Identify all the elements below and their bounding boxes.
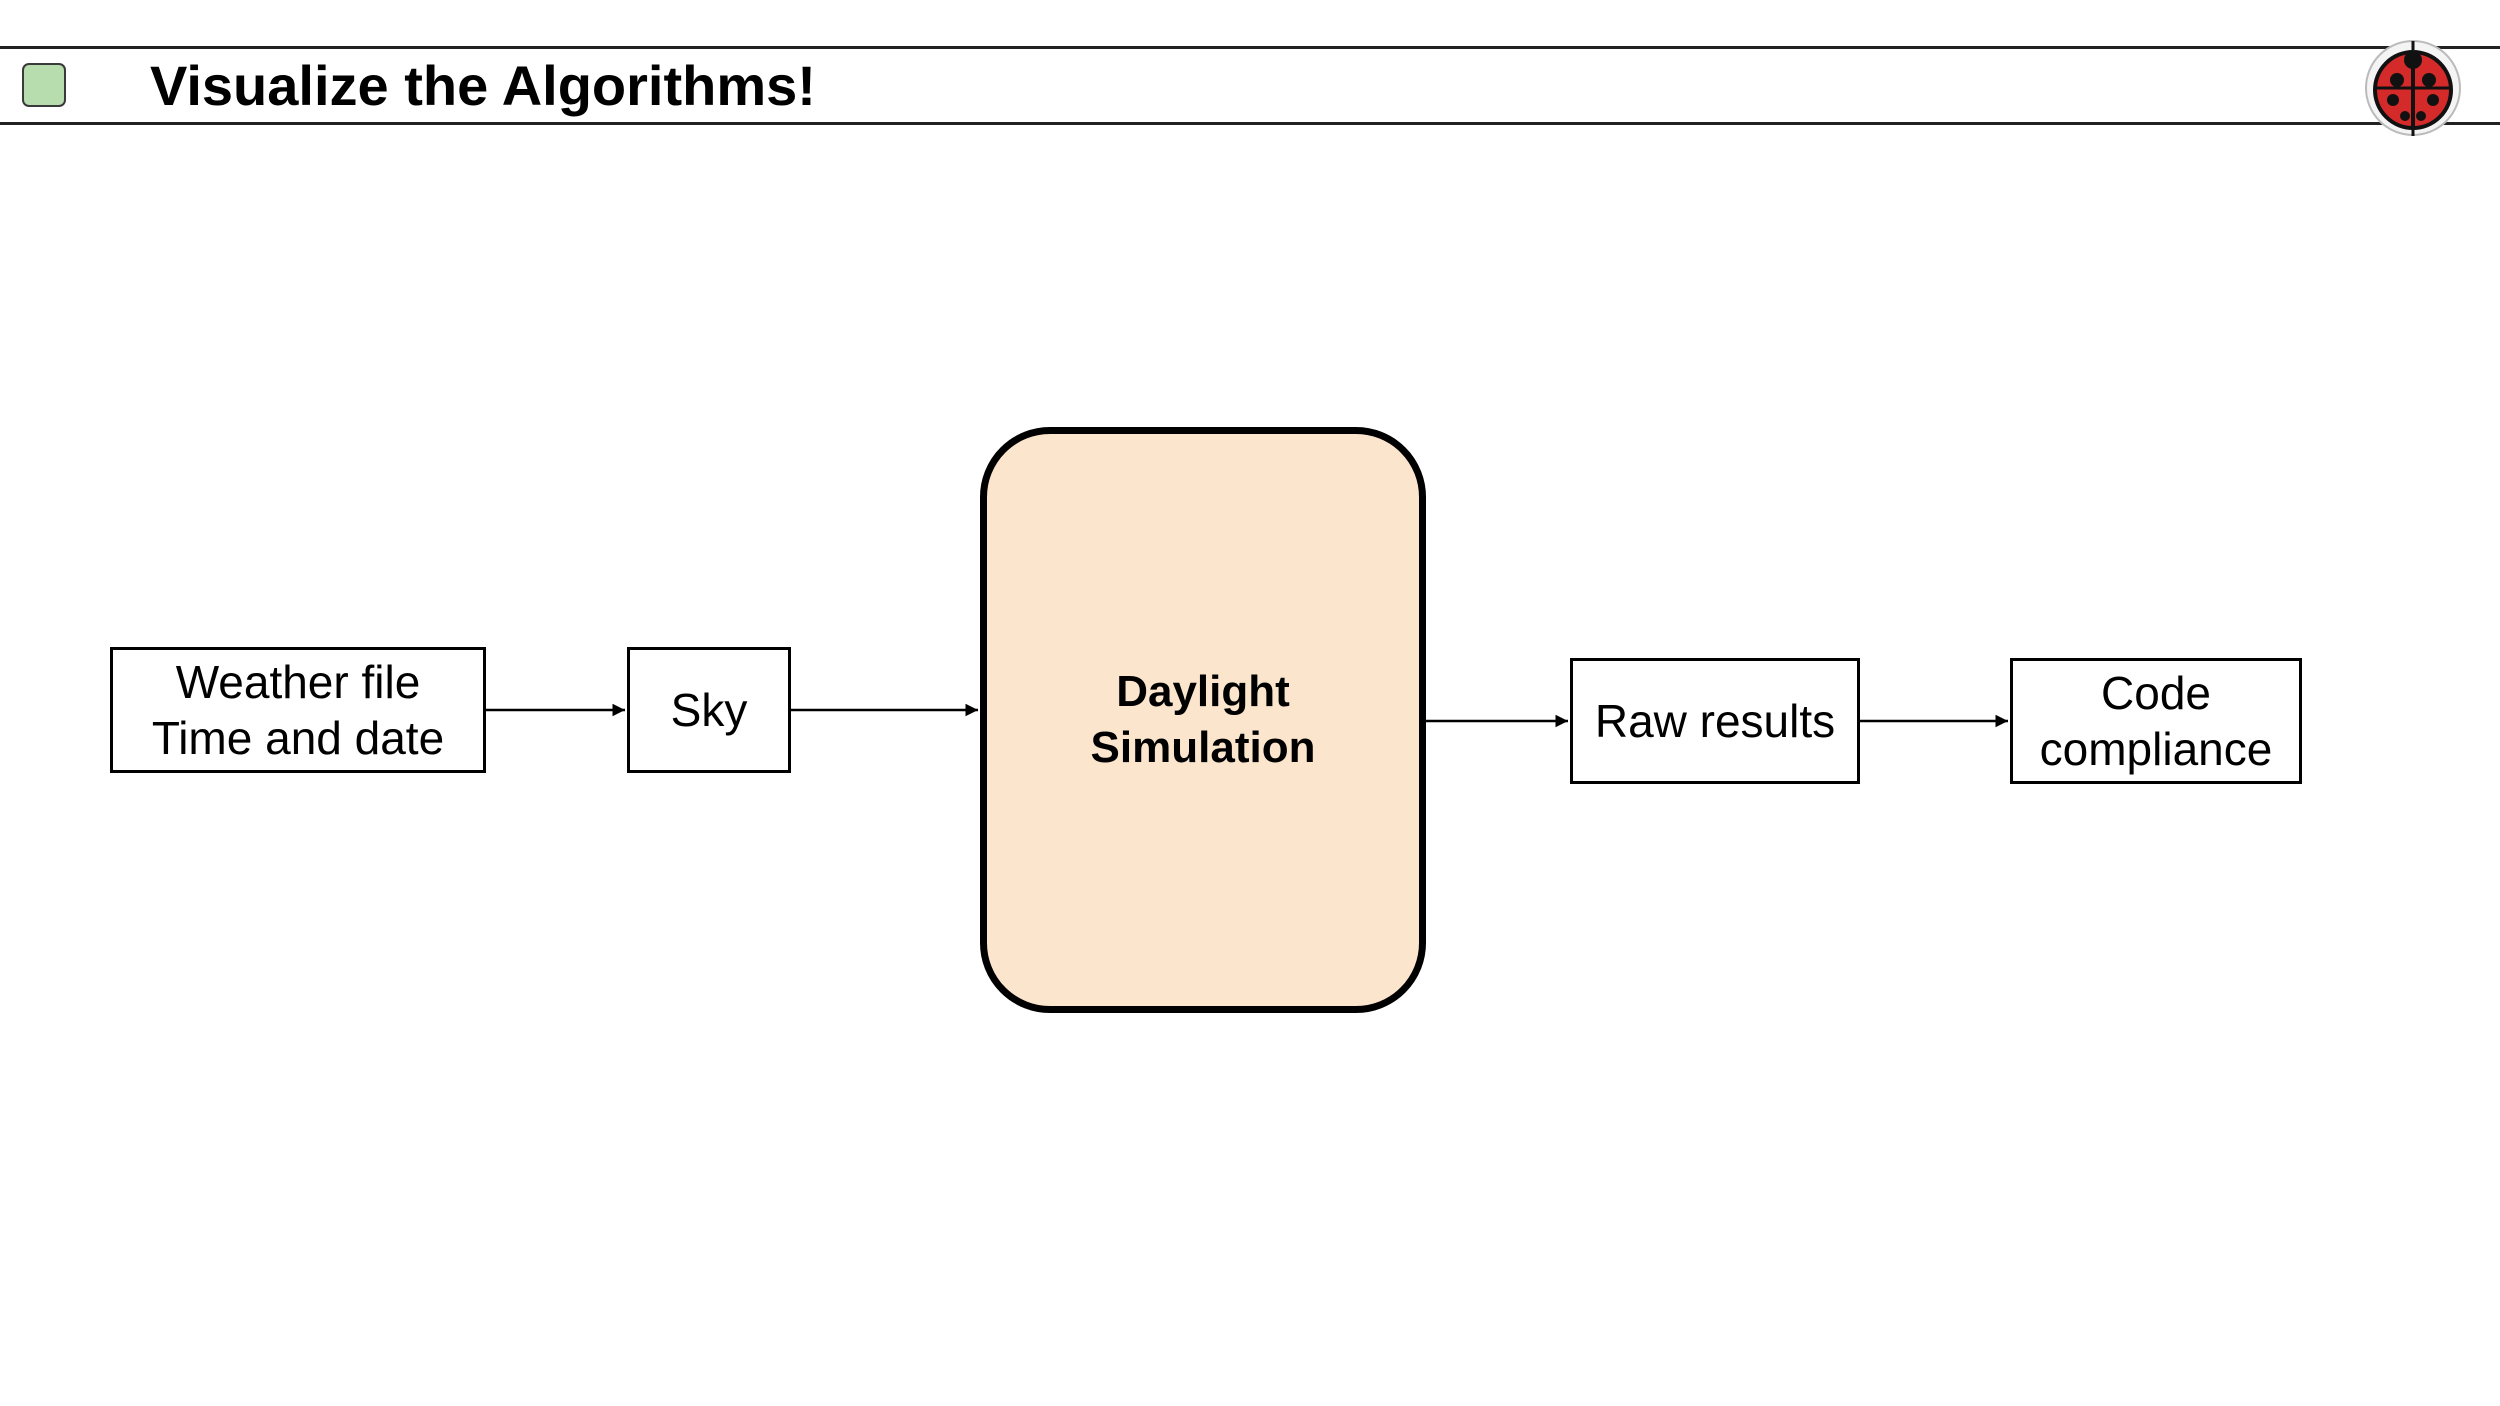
slide-title: Visualize the Algorithms! xyxy=(150,54,816,117)
node-raw: Raw results xyxy=(1570,658,1860,784)
header-top-rule xyxy=(0,46,2500,49)
node-sky: Sky xyxy=(627,647,791,773)
node-sim: Daylight Simulation xyxy=(980,427,1426,1013)
node-weather: Weather file Time and date xyxy=(110,647,486,773)
header-bottom-rule xyxy=(0,122,2500,125)
ladybug-icon xyxy=(2365,40,2461,136)
section-badge xyxy=(22,63,66,107)
node-code: Code compliance xyxy=(2010,658,2302,784)
